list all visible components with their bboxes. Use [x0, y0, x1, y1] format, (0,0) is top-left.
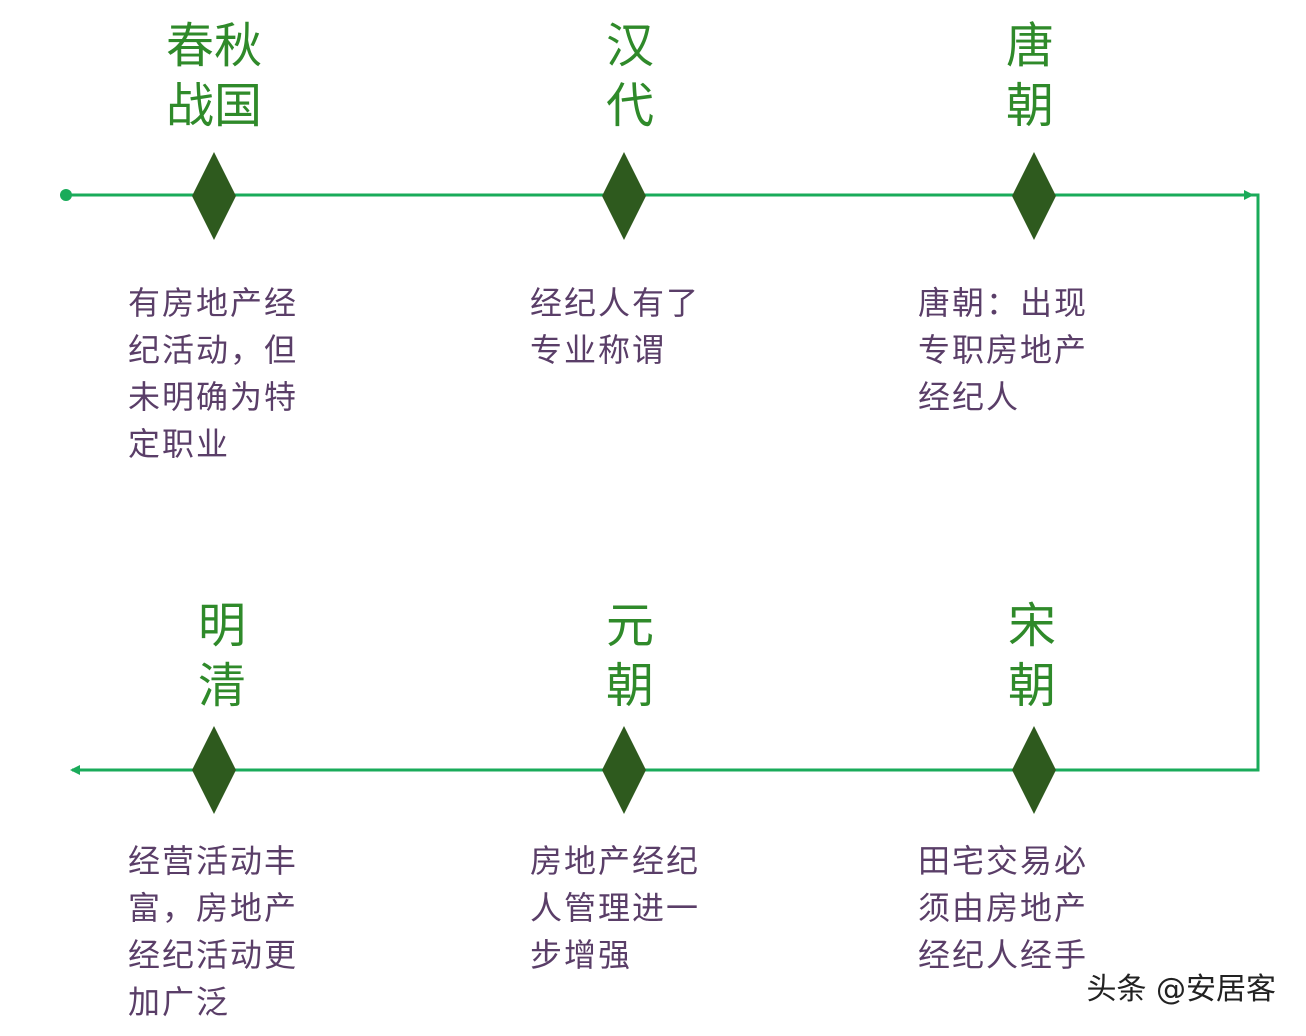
milestone-diamond [602, 152, 646, 240]
period-description: 唐朝：出现 专职房地产 经纪人 [918, 284, 1089, 416]
period-label: 明 清 [152, 596, 292, 716]
milestone-diamond [602, 726, 646, 814]
period-label-line: 元 [605, 598, 654, 654]
period-label-line: 宋 [1007, 598, 1056, 654]
milestone-diamond [192, 726, 236, 814]
milestone-diamond [1012, 726, 1056, 814]
period-label: 元 朝 [560, 596, 700, 716]
period-label: 汉 代 [560, 16, 700, 136]
period-description: 田宅交易必 须由房地产 经纪人经手 [918, 842, 1089, 974]
period-description: 有房地产经 纪活动，但 未明确为特 定职业 [128, 284, 299, 463]
period-label-line: 代 [605, 78, 654, 134]
period-label: 宋 朝 [962, 596, 1102, 716]
period-label-line: 朝 [1007, 658, 1056, 714]
watermark: 头条 @安居客 [1086, 972, 1276, 1007]
period-description: 房地产经纪 人管理进一 步增强 [530, 842, 701, 974]
timeline-start-dot [60, 189, 72, 201]
period-label-line: 朝 [1005, 78, 1054, 134]
period-description: 经纪人有了 专业称谓 [530, 284, 701, 369]
period-label-line: 朝 [605, 658, 654, 714]
right-connector-line [1055, 193, 1260, 772]
period-label-line: 战国 [165, 78, 262, 134]
period-label: 唐 朝 [960, 16, 1100, 136]
period-label-line: 清 [197, 658, 246, 714]
period-label-line: 汉 [605, 18, 654, 74]
period-label: 春秋 战国 [144, 16, 284, 136]
milestone-diamond [1012, 152, 1056, 240]
period-description: 经营活动丰 富，房地产 经纪活动更 加广泛 [128, 842, 299, 1021]
milestone-diamond [192, 152, 236, 240]
period-label-line: 春秋 [165, 18, 262, 74]
period-label-line: 唐 [1005, 18, 1054, 74]
period-label-line: 明 [197, 598, 246, 654]
